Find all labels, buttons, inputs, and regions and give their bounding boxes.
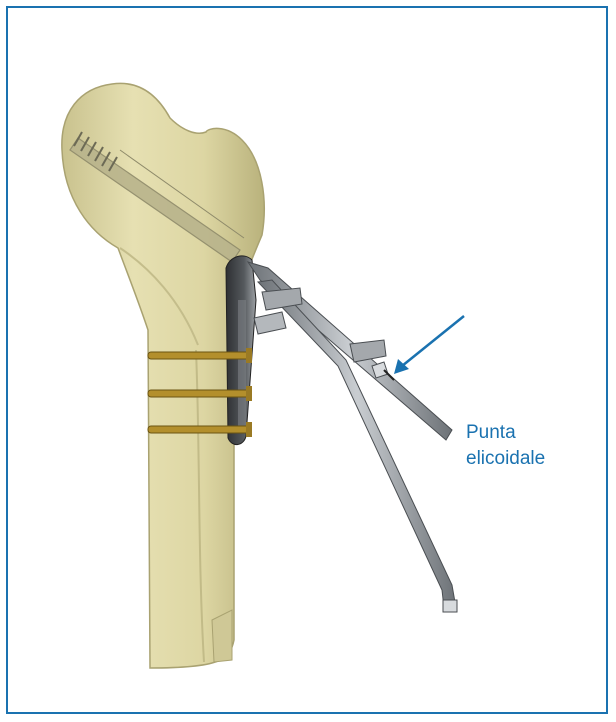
- insertion-instrument: [248, 262, 457, 612]
- callout-label: Punta elicoidale: [466, 420, 545, 472]
- arrow-pointer-icon: [394, 316, 464, 374]
